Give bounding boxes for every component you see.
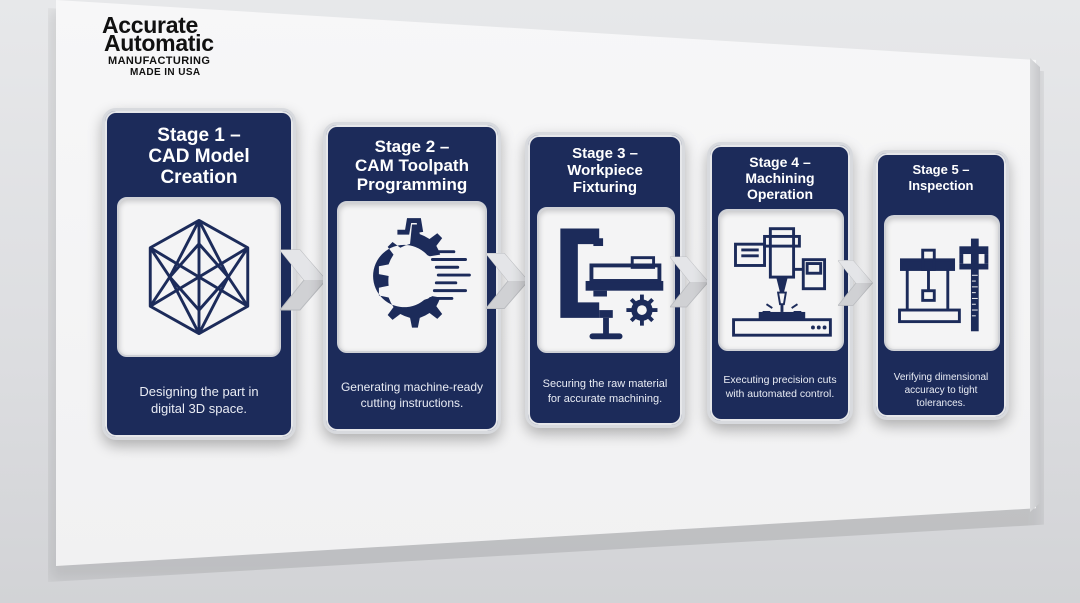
chevron-right-icon bbox=[280, 249, 327, 311]
stage-icon-window bbox=[337, 201, 487, 353]
stage-card-3: Stage 3 – Workpiece Fixturing Se bbox=[525, 132, 685, 428]
stage-card-2: Stage 2 – CAM Toolpath Programming Gener… bbox=[323, 122, 501, 434]
logo-name-line2: Automatic bbox=[104, 30, 214, 56]
stage-description: Designing the part in digital 3D space. bbox=[139, 384, 259, 416]
stage-title: Stage 5 – Inspection bbox=[908, 162, 974, 193]
stage-card-5: Stage 5 – Inspection bbox=[873, 150, 1009, 420]
flow-arrow-4 bbox=[838, 256, 874, 310]
gear-code-icon bbox=[373, 218, 471, 328]
flow-arrow-3 bbox=[670, 252, 710, 312]
stage-title: Stage 1 – CAD Model Creation bbox=[148, 125, 250, 188]
stage-title: Stage 4 – Machining Operation bbox=[745, 154, 815, 202]
stage-icon-window bbox=[884, 215, 1000, 351]
flow-arrow-2 bbox=[486, 248, 530, 314]
stage-title: Stage 3 – Workpiece Fixturing bbox=[567, 145, 643, 196]
board-edge bbox=[1030, 58, 1040, 512]
flow-arrow-1 bbox=[280, 244, 328, 316]
stage-description: Generating machine-ready cutting instruc… bbox=[340, 380, 484, 410]
stage-description: Securing the raw material for accurate m… bbox=[542, 378, 668, 405]
clamp-vise-icon bbox=[560, 228, 664, 340]
stage-icon-window bbox=[117, 197, 281, 357]
chevron-right-icon bbox=[486, 253, 529, 309]
stage-card-1: Stage 1 – CAD Model Creation Designing t… bbox=[102, 108, 296, 440]
chevron-right-icon bbox=[838, 260, 873, 306]
stage-icon-window bbox=[718, 209, 844, 351]
chevron-right-icon bbox=[670, 256, 709, 308]
stage-description: Executing precision cuts with automated … bbox=[723, 374, 837, 400]
geodesic-cube-icon bbox=[148, 218, 250, 336]
logo-name-line1: Accurate bbox=[102, 12, 199, 38]
stage-description: Verifying dimensional accuracy to tight … bbox=[893, 372, 989, 409]
measuring-machine-icon bbox=[898, 238, 989, 332]
stage-title: Stage 2 – CAM Toolpath Programming bbox=[355, 137, 469, 194]
stage-card-4: Stage 4 – Machining Operation bbox=[707, 142, 853, 424]
stage-icon-window bbox=[537, 207, 675, 353]
logo-tagline: MANUFACTURING bbox=[108, 55, 211, 67]
logo-origin: MADE IN USA bbox=[130, 67, 201, 78]
cnc-machine-icon bbox=[732, 227, 832, 337]
company-logo: Accurate Automatic MANUFACTURING MADE IN… bbox=[102, 12, 252, 79]
